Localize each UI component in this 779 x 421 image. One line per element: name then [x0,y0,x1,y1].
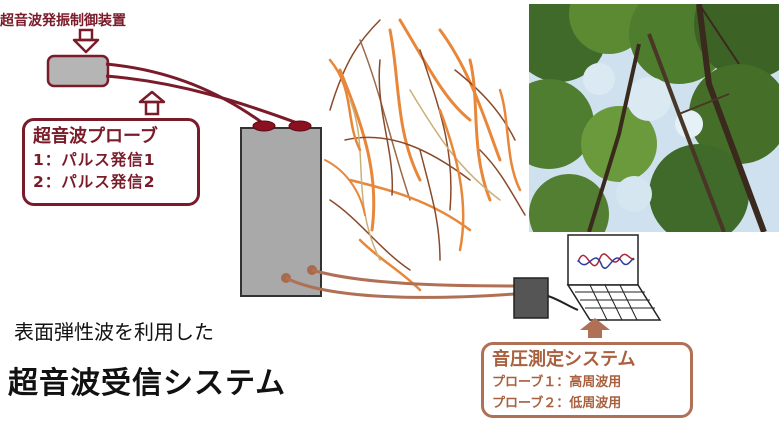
probe-2 [288,120,312,132]
waveform-icon [577,253,635,269]
meter-cable [547,295,579,311]
probe-cable-2 [105,74,301,126]
probe-line-2: 2：パルス発信2 [33,173,156,191]
receiver-cable-2 [311,268,515,288]
sound-box-title: 音圧測定システム [492,349,636,370]
forest-photo [529,4,779,232]
caption-title: 超音波受信システム [8,366,287,401]
probe-box-title: 超音波プローブ [33,126,158,147]
probe-line-1: 1：パルス発信1 [33,151,156,169]
probe-info-box: 超音波プローブ 1：パルス発信1 2：パルス発信2 [22,118,200,206]
measure-up-arrow-icon [580,318,610,338]
up-arrow-icon [138,90,166,116]
sound-line-1: プローブ１：高周波用 [492,375,622,390]
sound-meter-device [513,277,549,319]
sound-measure-box: 音圧測定システム プローブ１：高周波用 プローブ２：低周波用 [481,342,693,418]
wood-fibers [324,18,526,292]
controller-label: 超音波発振制御装置 [0,13,126,29]
probe-cable-1 [105,62,265,126]
down-arrow-icon [72,28,100,54]
probe-1 [252,120,276,132]
laptop-icon [566,234,662,321]
controller-device [46,54,110,88]
caption-subtitle: 表面弾性波を利用した [14,320,214,344]
sound-line-2: プローブ２：低周波用 [492,396,622,411]
receiver-cable-1 [285,276,515,299]
